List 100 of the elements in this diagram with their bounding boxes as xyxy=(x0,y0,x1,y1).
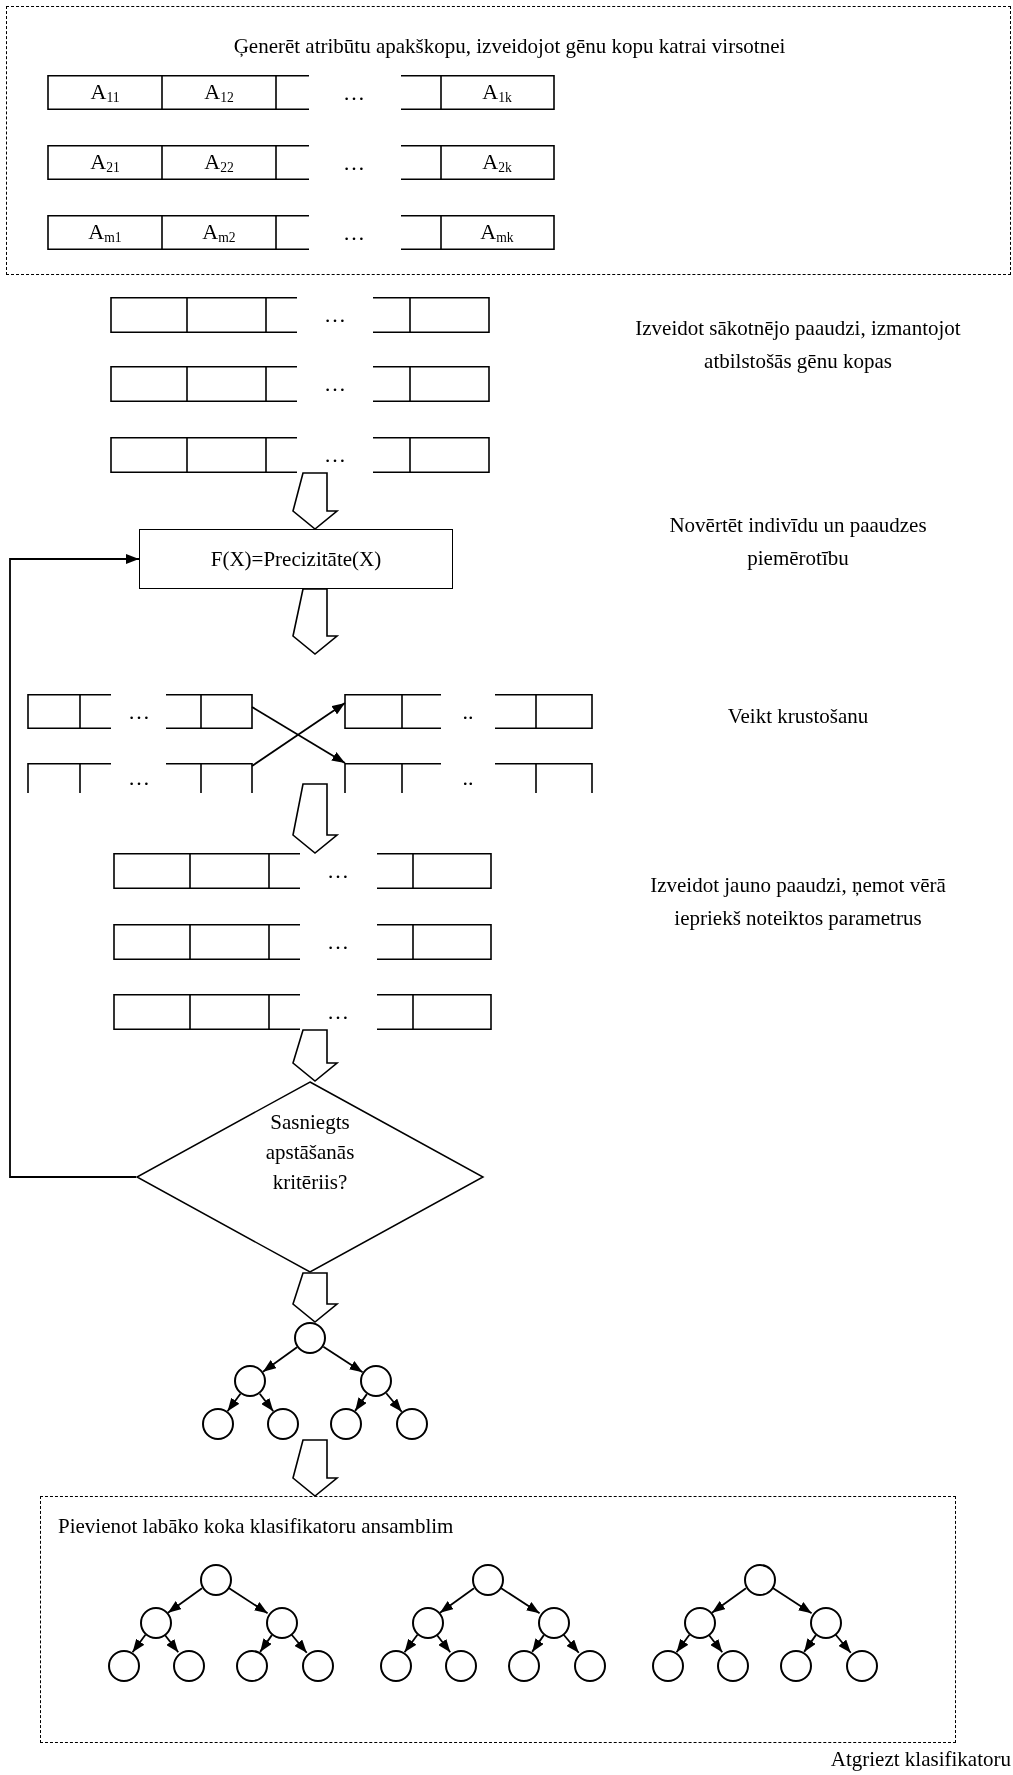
arrow xyxy=(675,1633,691,1654)
cell-text: .. xyxy=(462,767,474,789)
arrow xyxy=(439,1587,475,1614)
box-heading: Pievienot labāko koka klasifikatoru ansamblim xyxy=(58,1513,455,1539)
arrow xyxy=(290,1633,308,1654)
cell-text: … xyxy=(327,860,349,882)
decision-diamond xyxy=(136,1081,484,1273)
tree-node-circle xyxy=(266,1607,298,1639)
arrow xyxy=(385,1392,403,1413)
tree-node-circle xyxy=(200,1564,232,1596)
arrow xyxy=(131,1633,147,1654)
tree-node-circle xyxy=(717,1650,749,1682)
tree-node-circle xyxy=(202,1408,234,1440)
arrow xyxy=(531,1634,545,1653)
chromosome-row xyxy=(28,763,252,793)
arrow xyxy=(163,1633,180,1654)
cell-text: A$_{mk}$ xyxy=(480,220,514,245)
arrow xyxy=(354,1393,368,1412)
arrow xyxy=(262,1346,298,1373)
arrow xyxy=(322,1345,364,1374)
arrow xyxy=(803,1634,817,1653)
tree-node-circle xyxy=(396,1408,428,1440)
cell-text: … xyxy=(324,373,346,395)
cell-text: .. xyxy=(462,700,474,723)
chromosome-row xyxy=(114,853,491,889)
cell-text: A$_{22}$ xyxy=(204,150,234,175)
tree-node-circle xyxy=(684,1607,716,1639)
step-description: Izveidot jauno paaudzi, ņemot vērā iepriekš noteiktos parametrus xyxy=(649,872,947,932)
chromosome-row xyxy=(28,694,252,729)
tree-node-circle xyxy=(267,1408,299,1440)
block-arrow xyxy=(292,1029,340,1083)
cell-text: … xyxy=(327,1001,349,1023)
tree-node-circle xyxy=(810,1607,842,1639)
block-arrow xyxy=(292,1439,340,1498)
step-description: Veikt krustošanu xyxy=(726,703,870,730)
tree-node-circle xyxy=(652,1650,684,1682)
arrow xyxy=(167,1587,203,1614)
arrow xyxy=(435,1633,452,1654)
box-heading: Ģenerēt atribūtu apakškopu, izveidojot gēnu kopu katrai virsotnei xyxy=(232,33,787,59)
tree-node-circle xyxy=(472,1564,504,1596)
cell-text: A$_{21}$ xyxy=(90,150,120,175)
cell-text: … xyxy=(343,221,365,244)
cell-text: A$_{1k}$ xyxy=(482,80,512,105)
tree-node-circle xyxy=(445,1650,477,1682)
arrow xyxy=(834,1633,852,1654)
arrow xyxy=(258,1392,275,1413)
tree-node-circle xyxy=(236,1650,268,1682)
arrow xyxy=(259,1634,273,1653)
cell-text: A$_{m2}$ xyxy=(202,220,236,245)
arrow xyxy=(562,1633,580,1654)
tree-node-circle xyxy=(744,1564,776,1596)
cell-text: … xyxy=(128,700,150,723)
tree-node-circle xyxy=(574,1650,606,1682)
chromosome-row xyxy=(114,994,491,1030)
step-description: Novērtēt indivīdu un paaudzes piemērotību xyxy=(668,512,928,572)
tree-node-circle xyxy=(780,1650,812,1682)
cell-text: A$_{m1}$ xyxy=(88,220,122,245)
cell-text: … xyxy=(343,81,365,104)
decision-text: Sasniegts apstāšanās kritēriis? xyxy=(264,1109,356,1196)
chromosome-row xyxy=(345,694,592,729)
cell-text: … xyxy=(327,931,349,953)
feedback-arrow xyxy=(9,554,140,1178)
arrow xyxy=(499,1586,541,1615)
block-arrow xyxy=(292,1272,340,1324)
dashed-group-box xyxy=(40,1496,956,1743)
cell-text: … xyxy=(128,767,150,789)
tree-node-circle xyxy=(234,1365,266,1397)
arrow xyxy=(707,1633,724,1654)
chromosome-row xyxy=(111,366,489,402)
chromosome-row xyxy=(345,763,592,793)
tree-node-circle xyxy=(302,1650,334,1682)
chromosome-row xyxy=(111,297,489,333)
tree-node-circle xyxy=(538,1607,570,1639)
tree-node-circle xyxy=(140,1607,172,1639)
tree-node-circle xyxy=(294,1322,326,1354)
cell-text: A$_{11}$ xyxy=(90,80,120,105)
cell-text: … xyxy=(324,444,346,466)
tree-node-circle xyxy=(380,1650,412,1682)
tree-node-circle xyxy=(412,1607,444,1639)
cell-text: A$_{2k}$ xyxy=(482,150,512,175)
chromosome-row xyxy=(48,215,554,250)
block-arrow xyxy=(292,588,340,656)
step-description: Izveidot sākotnējo paaudzi, izmantojot atbilstošās gēnu kopas xyxy=(634,315,962,375)
dashed-group-box xyxy=(6,6,1011,275)
box-text: F(X)=Precizitāte(X) xyxy=(210,546,382,572)
chromosome-row xyxy=(48,145,554,180)
cell-text: A$_{12}$ xyxy=(204,80,234,105)
chromosome-row xyxy=(48,75,554,110)
tree-node-circle xyxy=(508,1650,540,1682)
tree-node-circle xyxy=(173,1650,205,1682)
arrow xyxy=(711,1587,747,1614)
cell-text: … xyxy=(324,304,346,326)
block-arrow xyxy=(292,783,340,855)
chromosome-row xyxy=(114,924,491,960)
arrow xyxy=(771,1586,813,1615)
tree-node-circle xyxy=(330,1408,362,1440)
tree-node-circle xyxy=(846,1650,878,1682)
chromosome-row xyxy=(111,437,489,473)
note-text: Atgriezt klasifikatoru xyxy=(830,1746,1011,1772)
block-arrow xyxy=(292,472,340,531)
